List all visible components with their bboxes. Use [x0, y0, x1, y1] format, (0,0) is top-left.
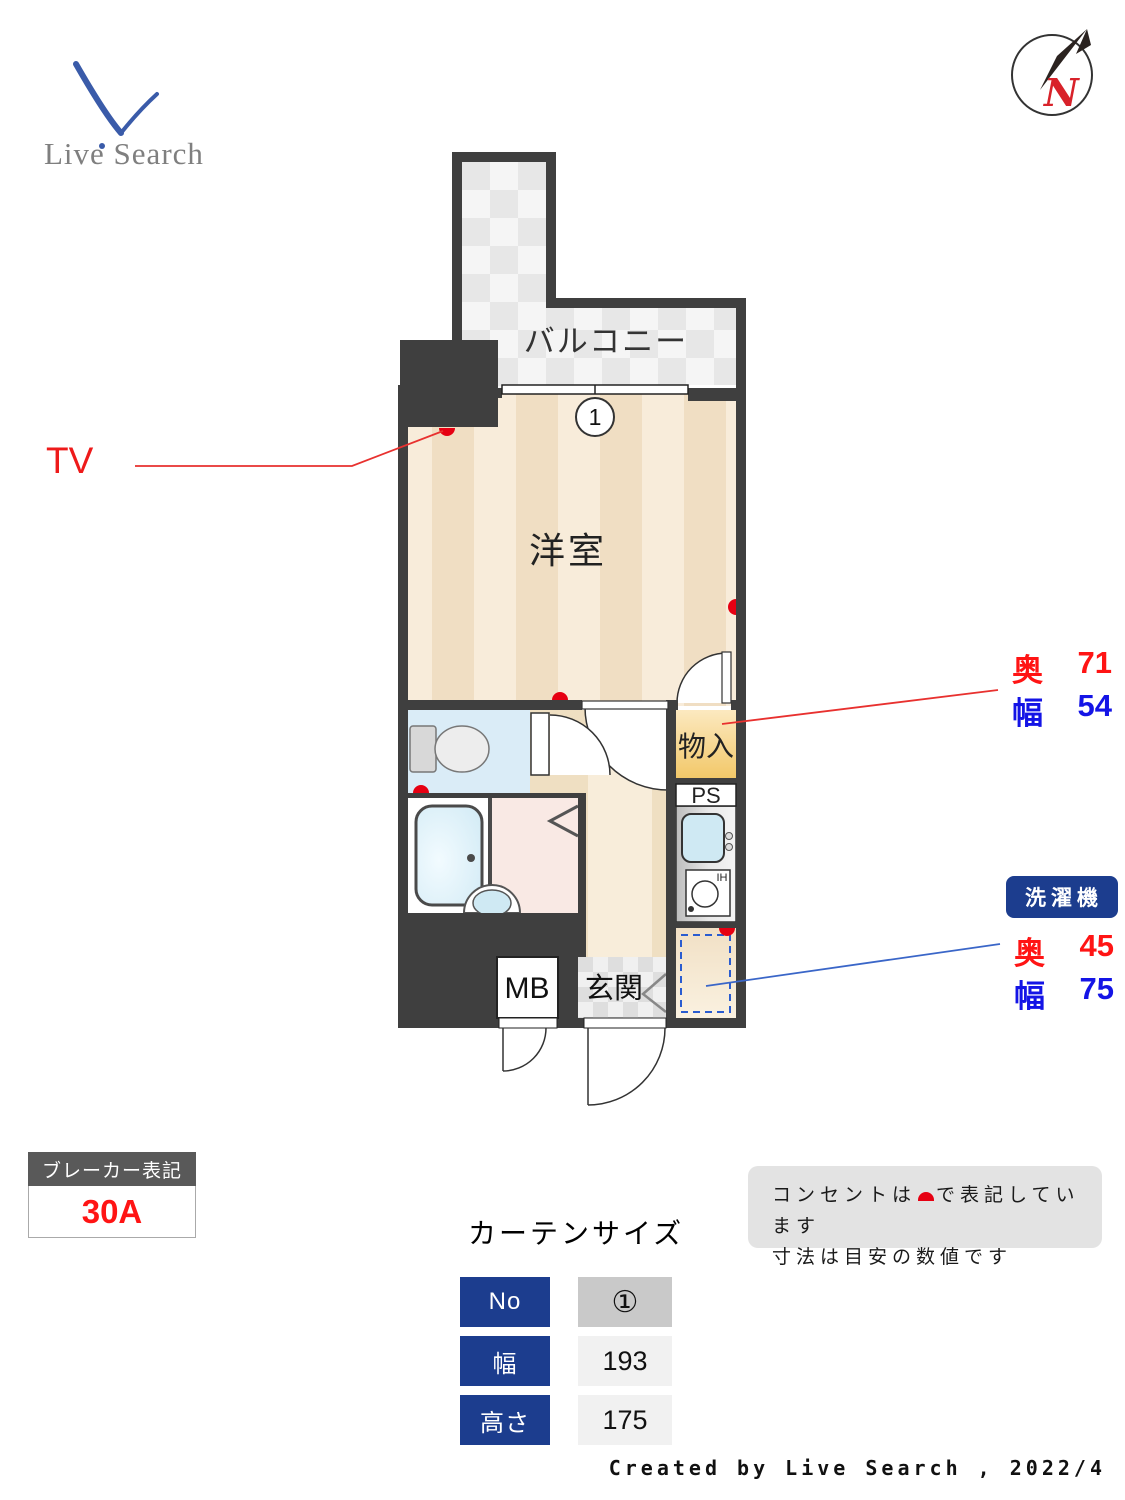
curtain-size-table: No ① 幅 193 高さ 175 [460, 1277, 672, 1454]
table-row: 高さ 175 [460, 1395, 672, 1445]
western-room-label: 洋室 [529, 530, 607, 571]
meter-box-door [502, 1027, 547, 1072]
tv-leader-line [135, 430, 444, 467]
legend-line-1: コンセントはで表記しています [772, 1180, 1102, 1242]
live-search-logo-icon [73, 61, 159, 136]
meter-box [496, 956, 559, 1019]
outlet-washer [719, 928, 735, 936]
entrance-label: 玄関 [585, 972, 643, 1005]
legend-line1-post: で表記しています [772, 1185, 1080, 1237]
curtain-width-value: 193 [578, 1336, 672, 1386]
storage-depth-label: 奥 [1012, 653, 1043, 688]
storage-width-label: 幅 [1012, 696, 1043, 731]
breaker-value: 30A [28, 1186, 196, 1238]
table-row: 幅 193 [460, 1336, 672, 1386]
entrance-door [587, 1027, 666, 1106]
breaker-box: ブレーカー表記 30A [28, 1152, 196, 1238]
western-room-floor [402, 394, 736, 706]
entrance-tile [578, 957, 667, 1018]
storage-floor [676, 710, 736, 778]
credit-footer: Created by Live Search , 2022/4 [608, 1456, 1106, 1480]
outlet-symbol-icon [918, 1192, 935, 1201]
compass-circle [1011, 34, 1093, 116]
washer-badge: 洗濯機 [1006, 876, 1118, 918]
curtain-height-header: 高さ [460, 1395, 550, 1445]
room-door-panel [581, 700, 669, 710]
storage-door [676, 652, 728, 704]
curtain-no-value: ① [578, 1277, 672, 1327]
storage-depth-value: 71 [1077, 645, 1112, 680]
bath-sink [462, 884, 522, 917]
storage-width-row: 幅 54 [1012, 688, 1112, 733]
kitchen-unit [675, 805, 737, 923]
toilet-fixture [409, 725, 490, 773]
compass-north-label: N [1043, 70, 1080, 115]
storage-door-panel [721, 651, 732, 704]
outlet-markers [413, 428, 736, 936]
curtain-width-header: 幅 [460, 1336, 550, 1386]
meter-box-label: MB [505, 972, 550, 1005]
washer-leader-line [705, 943, 1001, 987]
outlet-tv [439, 428, 455, 436]
bathtub [414, 804, 484, 907]
compass-needle-icon [1040, 29, 1087, 90]
walls [398, 152, 746, 1028]
washer-width-row: 幅 75 [1014, 971, 1114, 1016]
live-search-logo-text: Live Search [44, 136, 204, 171]
window-number-badge: 1 [575, 397, 615, 437]
balcony-label: バルコニー [524, 324, 688, 359]
storage-label: 物入 [678, 731, 734, 762]
outlet-right-wall [728, 599, 736, 615]
curtain-height-value: 175 [578, 1395, 672, 1445]
outlet-toilet [413, 785, 429, 793]
compass: N [1011, 29, 1093, 116]
outlet-room-bottom [552, 692, 568, 700]
storage-leader-line [721, 689, 999, 725]
washer-width-value: 75 [1079, 971, 1114, 1006]
washer-width-label: 幅 [1014, 979, 1045, 1014]
logo-i-dot-icon [99, 143, 105, 149]
toilet-door [549, 714, 611, 776]
pipe-space-box [675, 783, 737, 807]
balcony-window [501, 384, 689, 395]
breaker-title: ブレーカー表記 [28, 1152, 196, 1186]
table-row: No ① [460, 1277, 672, 1327]
washer-depth-row: 奥 45 [1014, 928, 1114, 973]
pipe-space-label: PS [691, 783, 720, 808]
curtain-no-header: No [460, 1277, 550, 1327]
legend-line-2: 寸法は目安の数値です [772, 1247, 1013, 1268]
washer-depth-value: 45 [1079, 928, 1114, 963]
tv-outlet-label: TV [46, 440, 94, 481]
washer-depth-label: 奥 [1014, 936, 1045, 971]
toilet-door-panel [530, 712, 550, 776]
storage-depth-row: 奥 71 [1012, 645, 1112, 690]
ih-label: IH [717, 872, 728, 884]
curtain-size-title: カーテンサイズ [468, 1218, 685, 1249]
bath-divider-wall [488, 798, 492, 913]
folding-door-icon [546, 804, 579, 838]
bottom-door-openings [498, 1017, 667, 1029]
washer-space-floor [676, 928, 736, 1018]
legend-line1-pre: コンセントは [772, 1185, 917, 1206]
window-number: 1 [589, 404, 602, 430]
legend-note-box: コンセントはで表記しています 寸法は目安の数値です [748, 1166, 1102, 1268]
storage-width-value: 54 [1077, 688, 1112, 723]
washer-dashed-outline [680, 934, 731, 1013]
